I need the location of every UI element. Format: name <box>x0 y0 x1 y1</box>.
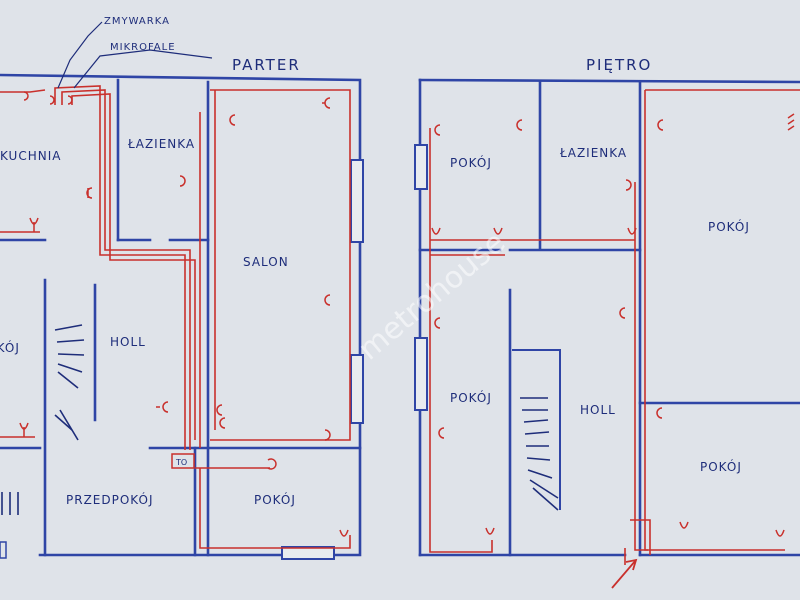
upper-window-mid <box>414 337 428 411</box>
room-label-entry: PRZEDPOKÓJ <box>66 492 154 507</box>
floor-label-ground: PARTER <box>232 56 301 74</box>
label-distribution-board: TO <box>175 458 187 467</box>
entrance-arrow-icon <box>611 558 638 589</box>
upper-outlets <box>431 113 795 537</box>
room-label-bathroom-ground: ŁAZIENKA <box>127 137 195 151</box>
ground-outlets <box>19 91 349 537</box>
bottom-room-window <box>281 546 335 560</box>
room-label-room-topleft-upper: POKÓJ <box>450 155 492 170</box>
upper-stairs <box>512 349 561 511</box>
upper-window-top <box>414 144 428 190</box>
room-label-hall-upper: HOLL <box>580 403 616 417</box>
watermark-text: metrohouse <box>352 225 512 367</box>
label-dishwasher: ZMYWARKA <box>104 16 170 27</box>
room-label-room-left-ground: POKÓJ <box>0 340 20 355</box>
room-label-room-bottom-ground: POKÓJ <box>254 492 296 507</box>
floor-label-upper: PIĘTRO <box>586 56 652 74</box>
salon-window-upper <box>350 159 364 243</box>
room-label-salon: SALON <box>243 255 289 269</box>
room-label-room-right-bottom-upper: POKÓJ <box>700 459 742 474</box>
room-label-kitchen: KUCHNIA <box>0 149 61 163</box>
room-label-hall-ground: HOLL <box>110 335 146 349</box>
upper-floor-walls <box>418 78 800 557</box>
ground-floor-walls <box>0 73 362 557</box>
label-microwave: MIKROFALE <box>110 42 176 53</box>
room-label-bathroom-upper: ŁAZIENKA <box>559 146 627 160</box>
distribution-board <box>171 453 195 469</box>
room-label-room-right-top-upper: POKÓJ <box>708 219 750 234</box>
left-edge-box <box>0 541 7 559</box>
salon-window-lower <box>350 354 364 424</box>
annotation-leaders <box>57 21 213 89</box>
room-label-room-left-upper: POKÓJ <box>450 390 492 405</box>
ground-stairs <box>1 324 85 515</box>
upper-wiring <box>429 89 800 565</box>
